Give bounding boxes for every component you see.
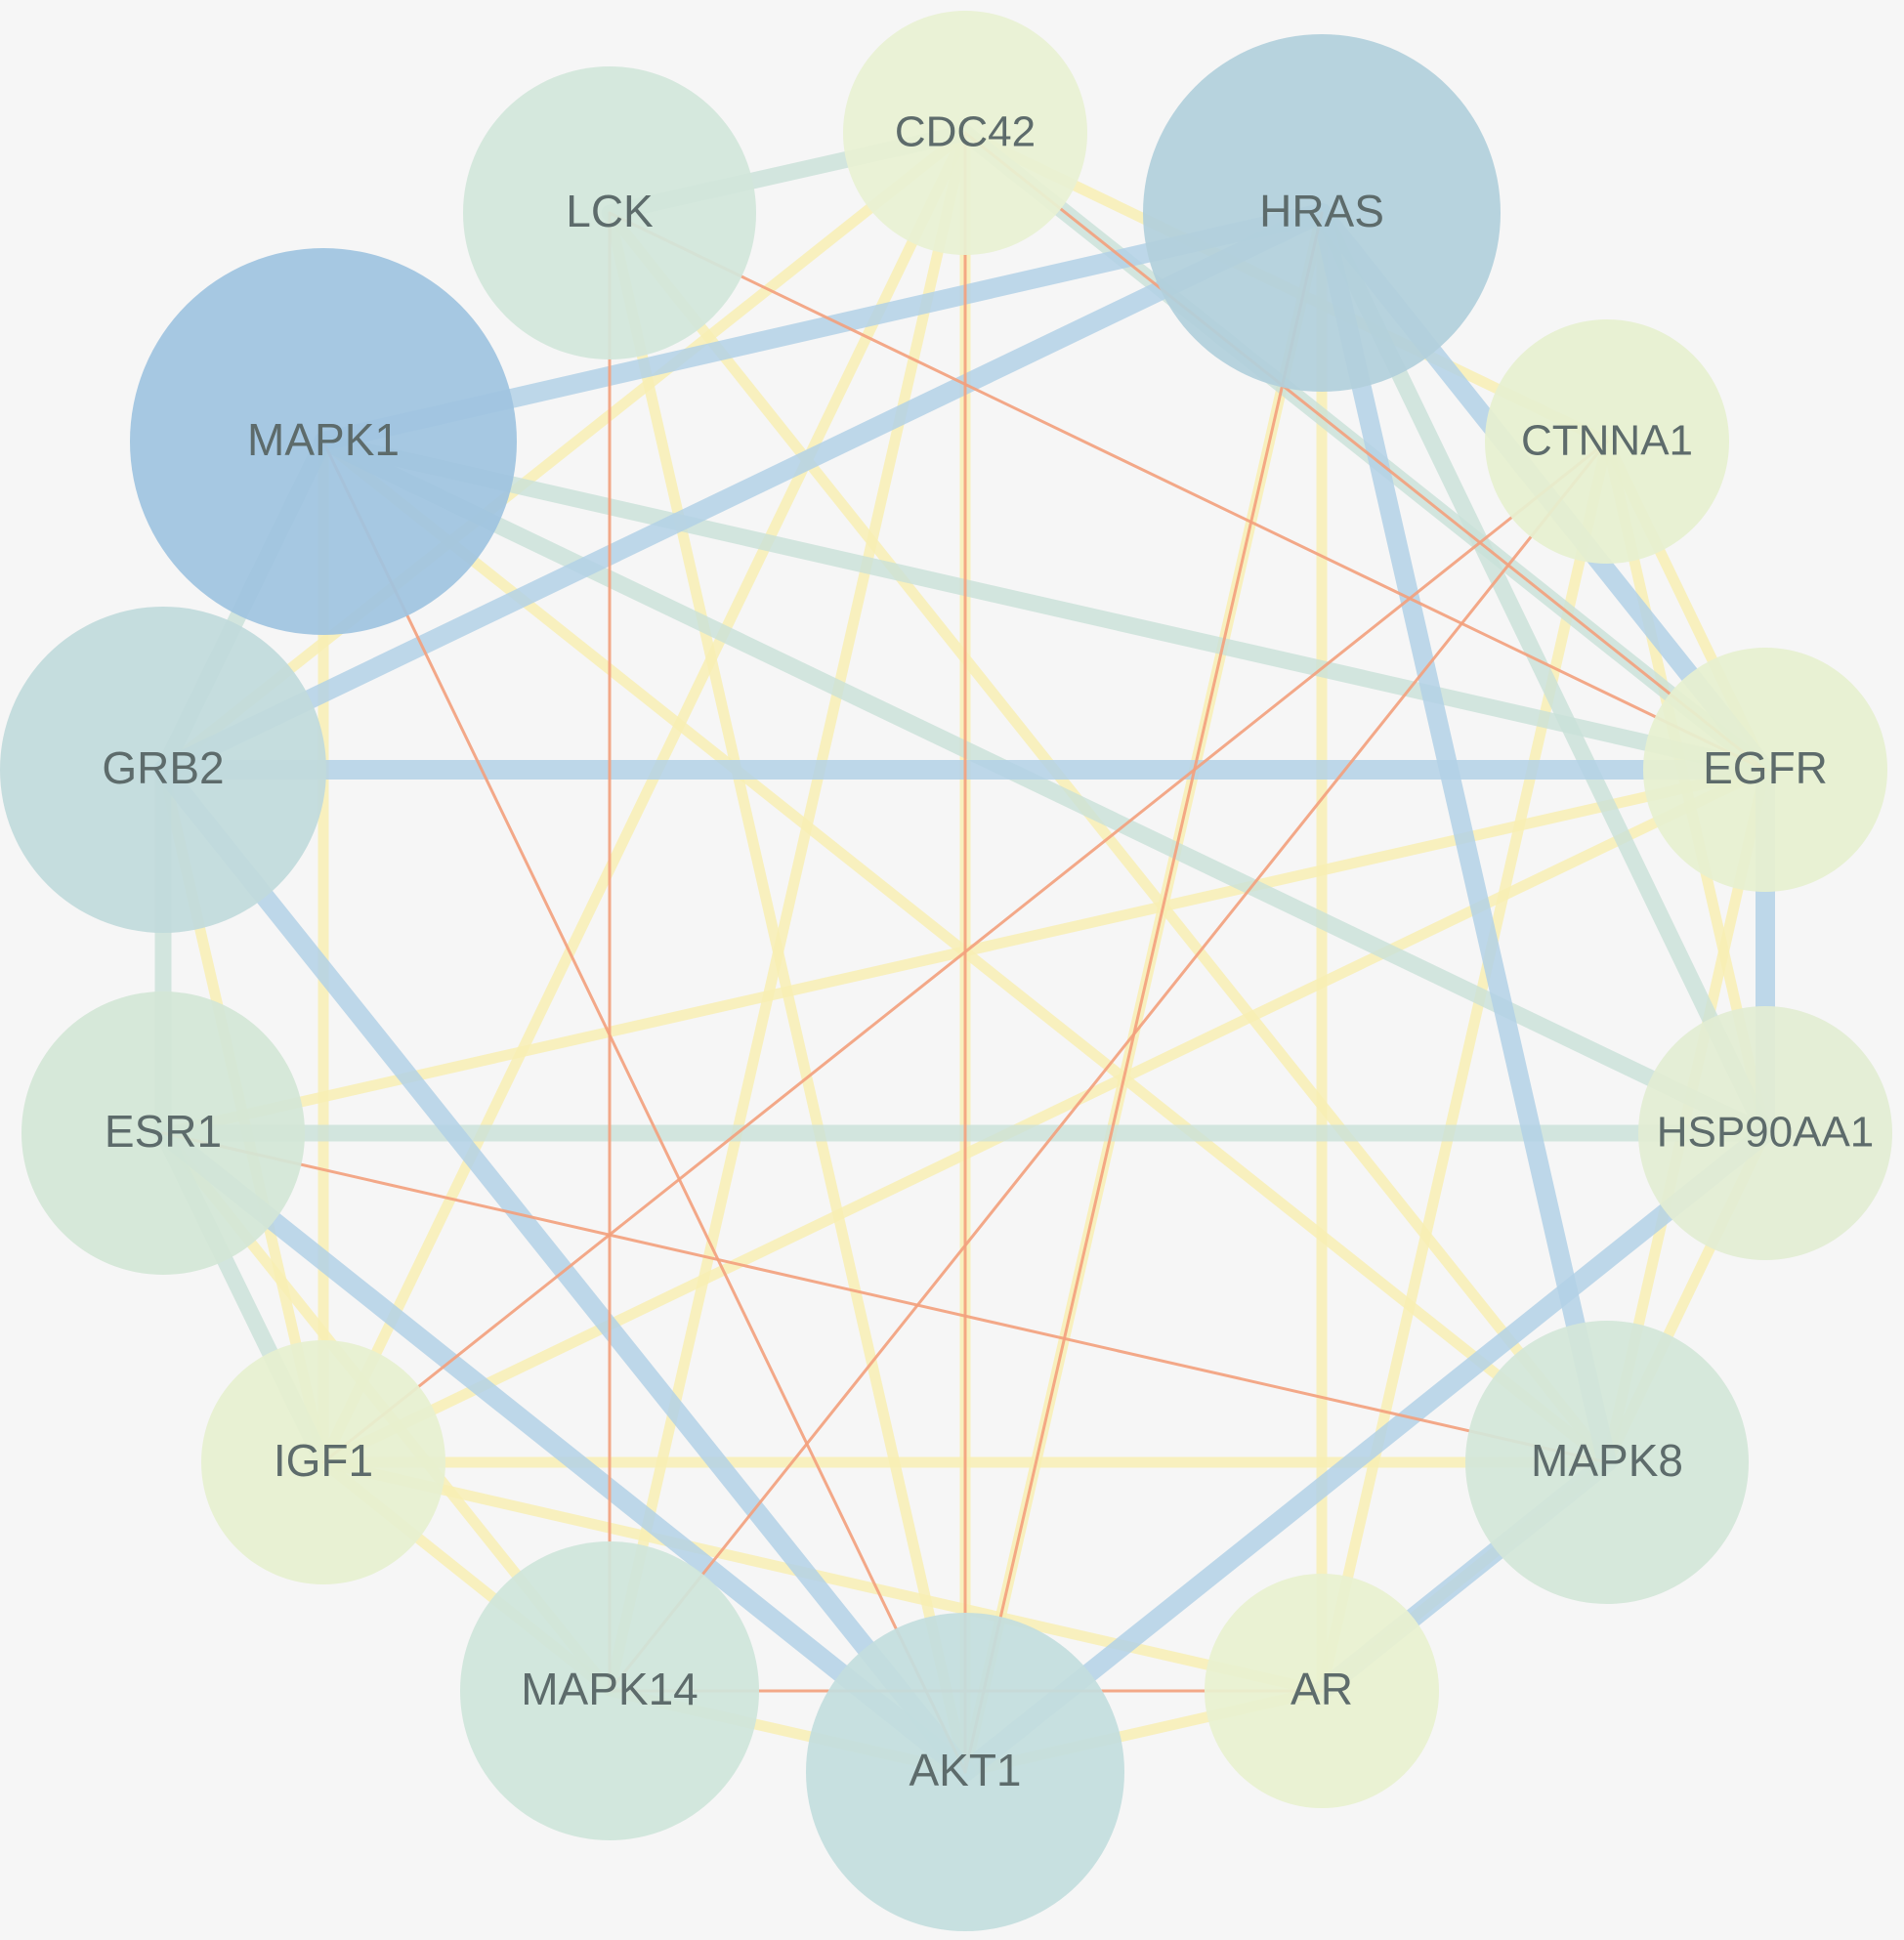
node-grb2: GRB2 [0, 607, 326, 933]
edge-egfr-igf1 [317, 764, 1771, 1468]
node-circle-ar [1205, 1574, 1439, 1808]
node-hsp90aa1: HSP90AA1 [1638, 1006, 1892, 1260]
node-circle-akt1 [806, 1613, 1124, 1931]
node-circle-hras [1143, 34, 1501, 392]
node-label-hsp90aa1: HSP90AA1 [1657, 1109, 1875, 1157]
node-label-egfr: EGFR [1703, 742, 1828, 793]
node-circle-igf1 [201, 1340, 445, 1584]
node-igf1: IGF1 [201, 1340, 445, 1584]
edge-cdc42-grb2 [157, 127, 971, 776]
node-circle-mapk14 [460, 1541, 759, 1840]
node-label-cdc42: CDC42 [895, 108, 1036, 156]
node-label-ctnna1: CTNNA1 [1521, 417, 1693, 465]
node-esr1: ESR1 [21, 991, 305, 1275]
edge-mapk1-egfr [315, 433, 1774, 779]
node-label-esr1: ESR1 [105, 1106, 222, 1157]
node-circle-ctnna1 [1485, 319, 1729, 564]
node-label-grb2: GRB2 [102, 742, 224, 793]
node-circle-esr1 [21, 991, 305, 1275]
node-lck: LCK [463, 66, 756, 359]
edge-ctnna1-ar [1316, 436, 1613, 1697]
node-label-lck: LCK [566, 186, 654, 236]
node-label-mapk1: MAPK1 [247, 414, 400, 465]
node-ctnna1: CTNNA1 [1485, 319, 1729, 564]
node-cdc42: CDC42 [843, 11, 1087, 255]
node-circle-grb2 [0, 607, 326, 933]
node-circle-cdc42 [843, 11, 1087, 255]
edge-hras-grb2 [153, 203, 1332, 780]
edge-mapk1-hsp90aa1 [315, 433, 1774, 1142]
node-label-mapk14: MAPK14 [521, 1664, 698, 1714]
edge-mapk1-akt1 [321, 440, 967, 1774]
node-hras: HRAS [1143, 34, 1501, 392]
node-label-ar: AR [1290, 1664, 1353, 1714]
edge-cdc42-igf1 [317, 127, 971, 1468]
edge-cdc42-egfr [963, 131, 1767, 772]
edge-cdc42-mapk14 [604, 127, 971, 1697]
edge-hras-mapk8 [1312, 203, 1617, 1472]
node-ar: AR [1205, 1574, 1439, 1808]
node-label-hras: HRAS [1259, 186, 1384, 236]
node-circle-mapk1 [130, 248, 517, 635]
node-circle-hsp90aa1 [1638, 1006, 1892, 1260]
node-mapk14: MAPK14 [460, 1541, 759, 1840]
node-circle-mapk8 [1465, 1321, 1749, 1604]
edge-esr1-akt1 [153, 1123, 975, 1782]
edge-hsp90aa1-akt1 [955, 1123, 1775, 1782]
edge-igf1-ar [317, 1456, 1328, 1697]
node-akt1: AKT1 [806, 1613, 1124, 1931]
edge-lck-egfr [608, 211, 1767, 772]
node-mapk8: MAPK8 [1465, 1321, 1749, 1604]
node-label-igf1: IGF1 [274, 1435, 373, 1486]
node-circle-egfr [1643, 648, 1887, 892]
node-mapk1: MAPK1 [130, 248, 517, 635]
node-label-akt1: AKT1 [909, 1745, 1021, 1795]
node-circle-lck [463, 66, 756, 359]
edge-ctnna1-mapk14 [608, 440, 1609, 1693]
edge-esr1-mapk8 [161, 1131, 1609, 1464]
node-label-mapk8: MAPK8 [1531, 1435, 1683, 1486]
edge-hras-akt1 [963, 211, 1324, 1774]
node-egfr: EGFR [1643, 648, 1887, 892]
